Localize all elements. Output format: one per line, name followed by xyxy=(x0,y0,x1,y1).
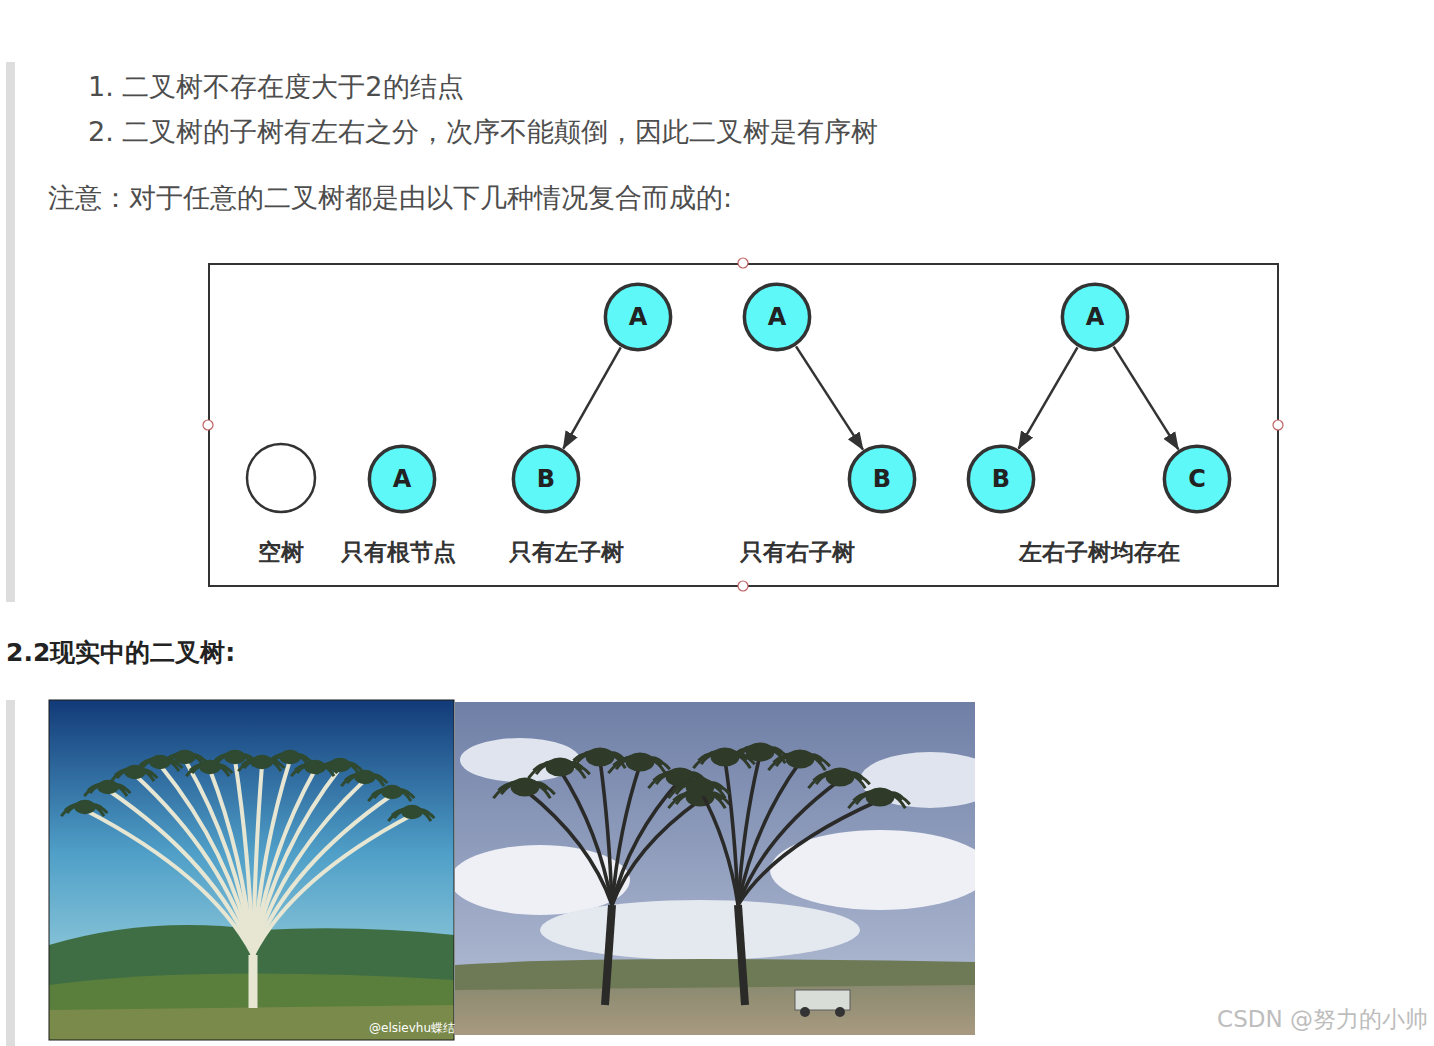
quote-bar xyxy=(6,700,15,1046)
case-label: 只有左子树 xyxy=(509,539,624,567)
quote-bar xyxy=(6,62,15,602)
node-letter: B xyxy=(873,465,891,493)
tree-node-circle: A xyxy=(743,283,811,351)
node-letter: B xyxy=(992,465,1010,493)
node-letter: C xyxy=(1188,465,1206,493)
tree-node-circle: B xyxy=(512,445,580,513)
site-watermark: CSDN @努力的小帅 xyxy=(1217,1006,1428,1034)
tree-node-circle: A xyxy=(368,445,436,513)
note-text: 注意：对于任意的二叉树都是由以下几种情况复合而成的: xyxy=(48,182,732,214)
tree-edge-arrow xyxy=(796,346,863,449)
case-label: 左右子树均存在 xyxy=(1019,539,1180,567)
tree-node-circle: B xyxy=(848,445,916,513)
tree-edge-arrow xyxy=(563,347,620,448)
node-letter: A xyxy=(768,303,787,331)
case-label: 只有根节点 xyxy=(341,539,456,567)
empty-tree-circle xyxy=(247,444,315,512)
frame-handles xyxy=(203,258,1283,591)
section-heading: 2.2现实中的二叉树: xyxy=(6,638,235,668)
node-letter: A xyxy=(393,465,412,493)
node-letter: A xyxy=(1086,303,1105,331)
tree-node-circle: A xyxy=(1061,283,1129,351)
tree-node-circle: C xyxy=(1163,445,1231,513)
tree-node-circle: A xyxy=(604,283,672,351)
photo-watermark: @elsievhu蝶结 xyxy=(369,1021,455,1035)
tree-edge-arrow xyxy=(1019,347,1078,448)
list-item: 2. 二叉树的子树有左右之分，次序不能颠倒，因此二叉树是有序树 xyxy=(88,116,878,148)
tree-edge-arrow xyxy=(1114,347,1179,450)
list-item: 1. 二叉树不存在度大于2的结点 xyxy=(88,71,464,103)
case-label: 空树 xyxy=(258,539,304,567)
case-label: 只有右子树 xyxy=(740,539,855,567)
tree-node-circle: B xyxy=(967,445,1035,513)
node-letter: B xyxy=(537,465,555,493)
node-letter: A xyxy=(629,303,648,331)
